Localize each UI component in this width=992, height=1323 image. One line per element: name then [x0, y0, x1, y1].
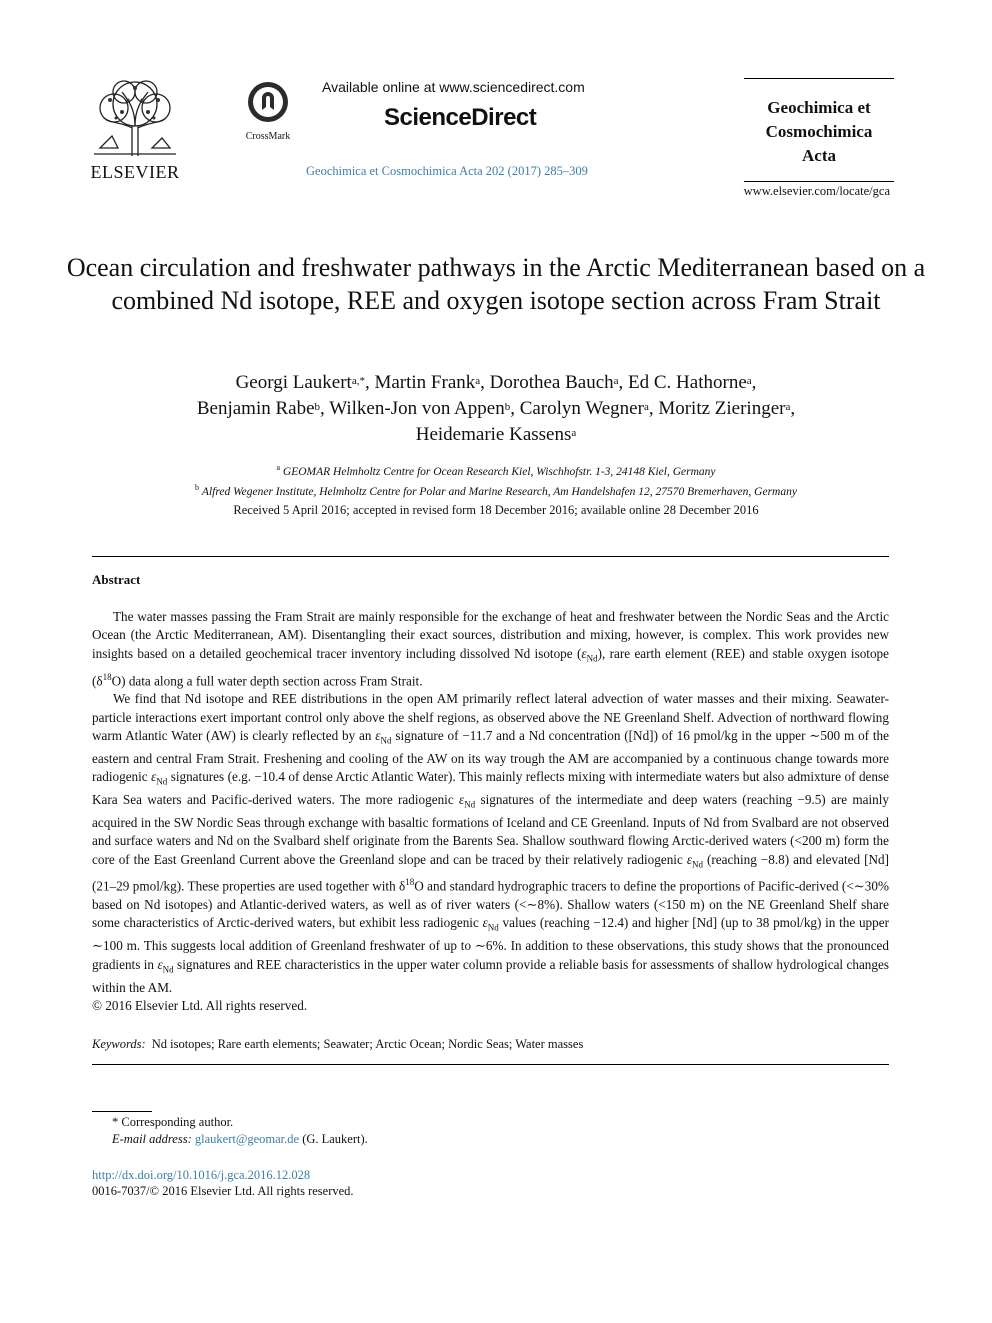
author-name[interactable]: Moritz Zieringer [658, 398, 786, 419]
email-suffix: (G. Laukert). [299, 1131, 368, 1146]
author-name[interactable]: Martin Frank [374, 372, 476, 393]
author-name[interactable]: Carolyn Wegner [519, 398, 644, 419]
abstract-copyright: © 2016 Elsevier Ltd. All rights reserved… [92, 997, 308, 1013]
email-link[interactable]: glaukert@geomar.de [194, 1131, 300, 1146]
keywords: Keywords: Nd isotopes; Rare earth element… [92, 1037, 583, 1052]
journal-citation-link[interactable]: Geochimica et Cosmochimica Acta 202 (201… [306, 164, 588, 178]
divider-bottom [92, 1064, 889, 1065]
crossmark-badge[interactable]: CrossMark [236, 80, 300, 142]
doi-link[interactable]: http://dx.doi.org/10.1016/j.gca.2016.12.… [92, 1168, 311, 1182]
crossmark-label: CrossMark [245, 131, 291, 142]
author-name[interactable]: Georgi Laukert [235, 372, 352, 393]
sciencedirect-title[interactable]: ScienceDirect [384, 104, 537, 131]
issn-line: 0016-7037/© 2016 Elsevier Ltd. All right… [92, 1184, 354, 1198]
email-line: E-mail address: glaukert@geomar.de (G. L… [92, 1131, 368, 1148]
keywords-label: Keywords: [92, 1037, 146, 1051]
author-name[interactable]: Ed C. Hathorne [628, 372, 747, 393]
author-affiliation-marker: a [785, 401, 791, 413]
received-dates: Received 5 April 2016; accepted in revis… [233, 503, 759, 517]
author-list: Georgi Laukerta,*, Martin Franka, Doroth… [196, 372, 796, 445]
footnote: * Corresponding author. E-mail address: … [92, 1114, 368, 1147]
author-affiliation-marker: a [613, 375, 619, 387]
author-name[interactable]: Heidemarie Kassens [415, 424, 572, 445]
author-affiliation-marker: a [571, 427, 577, 439]
author-name[interactable]: Wilken-Jon von Appen [329, 398, 505, 419]
journal-url[interactable]: www.elsevier.com/locate/gca [743, 184, 890, 198]
elsevier-logo: ELSEVIER [84, 78, 186, 182]
abstract-body: The water masses passing the Fram Strait… [92, 608, 889, 1015]
author-affiliation-marker: b [504, 401, 511, 413]
corresponding-author-note: * Corresponding author. [112, 1115, 234, 1129]
author-affiliation-marker: a [643, 401, 649, 413]
crossmark-icon [248, 82, 288, 122]
affiliation-a: a GEOMAR Helmholtz Centre for Ocean Rese… [276, 463, 716, 478]
publisher-logo-text: ELSEVIER [90, 162, 180, 182]
journal-name: Geochimica et Cosmochimica Acta [765, 98, 873, 165]
abstract-paragraph: We find that Nd isotope and REE distribu… [92, 691, 889, 995]
abstract-paragraph: The water masses passing the Fram Strait… [92, 609, 889, 688]
divider-top [92, 556, 889, 557]
abstract-heading: Abstract [92, 572, 141, 587]
author-name[interactable]: Benjamin Rabe [196, 398, 315, 419]
footnote-rule [92, 1111, 152, 1112]
journal-title-box: Geochimica et Cosmochimica Acta [744, 78, 894, 182]
author-name[interactable]: Dorothea Bauch [489, 372, 614, 393]
available-online-text: Available online at www.sciencedirect.co… [322, 79, 585, 95]
email-label: E-mail address: [112, 1131, 192, 1146]
article-title: Ocean circulation and freshwater pathway… [66, 253, 926, 315]
author-affiliation-marker: a [475, 375, 481, 387]
author-affiliation-marker: b [314, 401, 321, 413]
affiliations: a GEOMAR Helmholtz Centre for Ocean Rese… [60, 460, 932, 500]
affiliation-b: b Alfred Wegener Institute, Helmholtz Ce… [195, 482, 797, 498]
keywords-text: Nd isotopes; Rare earth elements; Seawat… [151, 1037, 584, 1051]
elsevier-tree-icon [92, 78, 178, 158]
author-affiliation-marker: a [746, 375, 752, 387]
author-affiliation-marker: a,* [351, 375, 365, 387]
